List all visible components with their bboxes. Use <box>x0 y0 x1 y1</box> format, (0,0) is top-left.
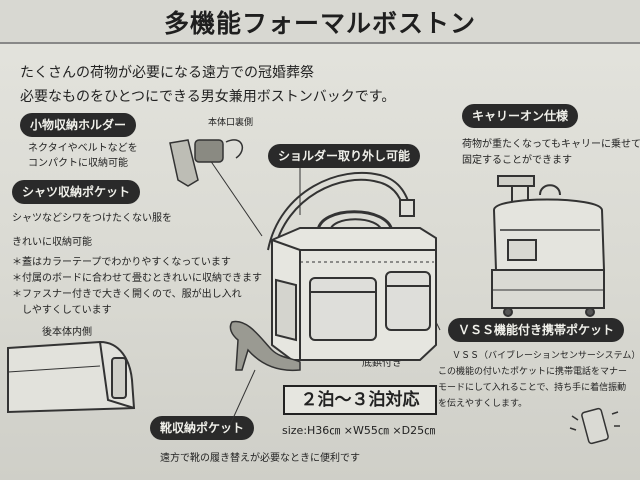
shirt-pocket-label: シャツ収納ポケット <box>12 180 141 204</box>
intro-line-1: たくさんの荷物が必要になる遠方での冠婚葬祭 <box>20 65 314 81</box>
small-holder-text-1: ネクタイやベルトなどを <box>28 143 138 154</box>
small-holder-text-2: コンパクトに収納可能 <box>28 158 128 169</box>
vss-label: ＶＳＳ機能付き携帯ポケット <box>448 318 625 342</box>
vss-text-4: を伝えやすくします。 <box>438 399 528 409</box>
leader-line-shoe <box>229 369 256 426</box>
shoe-pocket-text: 遠方で靴の履き替えが必要なときに便利です <box>160 453 360 464</box>
shoulder-label: ショルダー取り外し可能 <box>268 144 421 168</box>
shirt-pocket-text-2: きれいに収納可能 <box>12 237 92 248</box>
leader-line-holder <box>209 159 263 237</box>
inner-view-label: 後本体内側 <box>42 327 92 338</box>
page-title: 多機能フォーマルボストン <box>163 9 476 38</box>
carry-on-text-2: 固定することができます <box>462 155 572 166</box>
phone-icon <box>569 407 620 445</box>
small-holder-label: 小物収納ホルダー <box>20 113 137 137</box>
shirt-pocket-text-6: しやすくしています <box>12 305 112 316</box>
bag-icon <box>271 210 437 361</box>
shoe-icon <box>229 320 301 372</box>
nights-label: ２泊～３泊対応 <box>283 385 437 415</box>
small-holder-note: 本体口裏側 <box>208 118 254 128</box>
intro-line-2: 必要なものをひとつにできる男女兼用ボストンバックです。 <box>20 89 396 105</box>
size-label: size:H36㎝ ×W55㎝ ×D25㎝ <box>282 424 436 437</box>
vss-text-1: ＶＳＳ（バイブレーションセンサーシステム） <box>452 351 640 361</box>
title-band: 多機能フォーマルボストン <box>0 0 640 44</box>
carry-on-label: キャリーオン仕様 <box>462 104 579 128</box>
vss-text-2: この機能の付いたポケットに携帯電話をマナー <box>438 367 628 377</box>
vss-text-3: モードにして入れることで、持ち手に着信振動 <box>438 383 627 393</box>
tie-icon <box>169 139 244 187</box>
shoulder-strap <box>267 171 415 253</box>
shirt-pocket-text-1: シャツなどシワをつけたくない服を <box>12 213 172 224</box>
carry-on-text-1: 荷物が重たくなってもキャリーに乗せて <box>462 139 640 150</box>
shirt-pocket-text-4: ＊付属のボードに合わせて畳むときれいに収納できます <box>12 273 262 284</box>
trolley-icon <box>491 175 606 317</box>
shoe-pocket-label: 靴収納ポケット <box>150 416 255 440</box>
inner-compartment-icon <box>7 340 136 414</box>
shirt-pocket-text-5: ＊ファスナー付きで大きく開くので、服が出し入れ <box>12 289 242 300</box>
shirt-pocket-text-3: ＊蓋はカラーテープでわかりやすくなっています <box>12 257 231 268</box>
bottom-rivets-label: 底鋲付き <box>362 358 402 369</box>
